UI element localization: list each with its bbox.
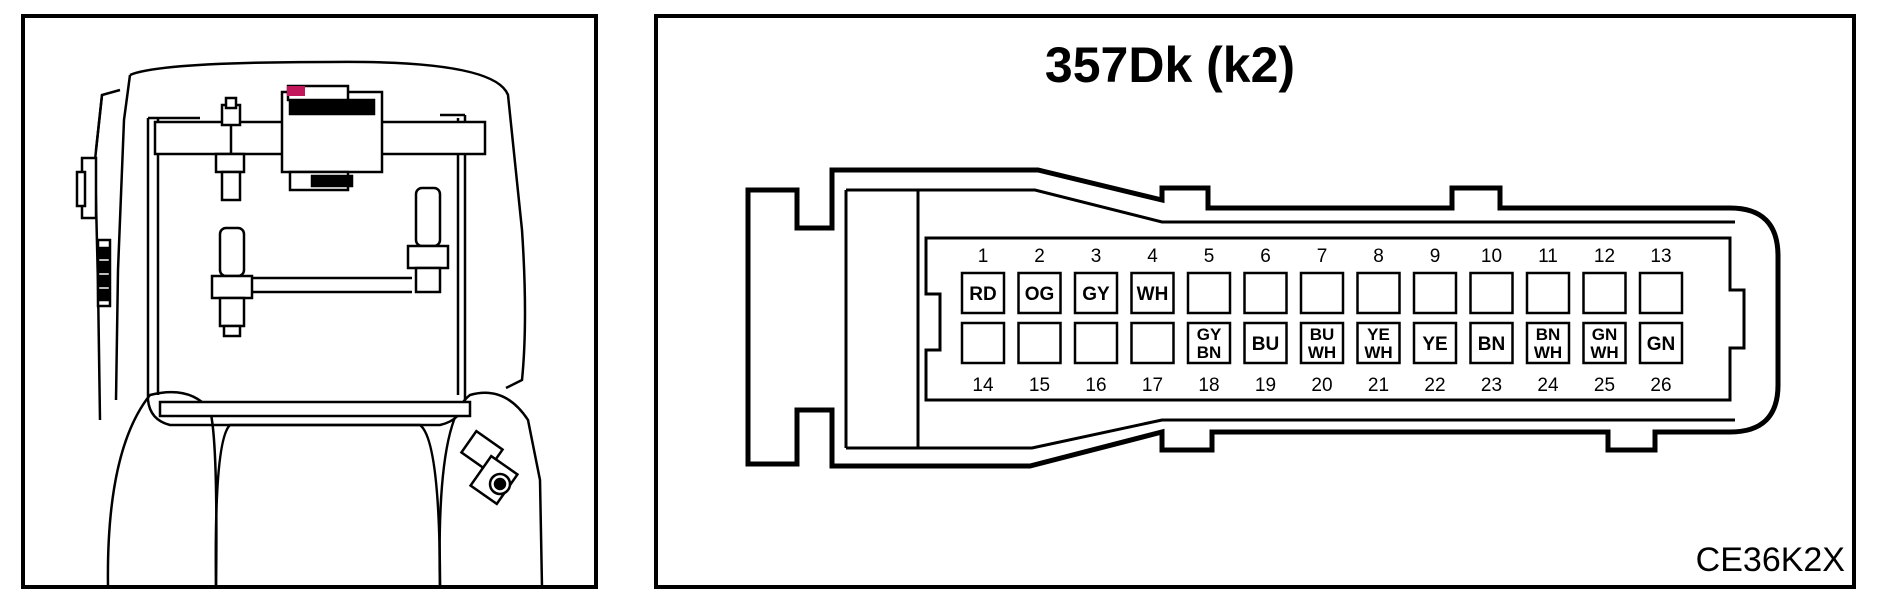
pin-number-24: 24 [1537,375,1559,396]
pin-number-22: 22 [1424,375,1445,396]
pin-cavity-14 [960,321,1006,365]
connector-title: 357Dk (k2) [1045,37,1295,93]
pin-number-25: 25 [1594,375,1615,396]
pin-cavity-4 [1130,271,1175,315]
pin-number-14: 14 [972,375,994,396]
pin-cavity-20 [1299,321,1345,365]
pin-wire-color-21-primary: YE [1367,325,1390,344]
side-connector [459,429,520,506]
pin-wire-color-1: RD [969,284,996,305]
linkage-rod [252,276,412,294]
pin-number-2: 2 [1034,246,1045,267]
pin-cavity-10 [1469,271,1514,315]
connector-inner-rails [844,188,1735,450]
pin-cavity-26 [1638,321,1684,365]
pin-cavity-18 [1186,321,1232,365]
edge-clips [75,156,112,308]
control-module [280,84,384,192]
pin-wire-color-25-primary: GN [1592,325,1618,344]
pin-number-21: 21 [1368,375,1389,396]
pin-wire-color-2: OG [1025,284,1055,305]
pin-cavity-1 [960,271,1006,315]
pin-cavity-5 [1186,271,1232,315]
pin-number-19: 19 [1255,375,1276,396]
pin-number-16: 16 [1085,375,1106,396]
pin-number-11: 11 [1538,246,1558,267]
pin-cavity-19 [1243,321,1288,365]
fastener-top-left [214,96,246,202]
pin-cavity-6 [1243,271,1288,315]
location-panel [21,14,598,589]
pin-cavity-13 [1638,271,1684,315]
pin-cavity-16 [1073,321,1119,365]
pin-cavity-25 [1582,321,1627,365]
actuator-left [210,226,254,338]
pin-number-23: 23 [1481,375,1502,396]
pin-wire-color-21-stripe: WH [1364,343,1392,362]
pin-wire-color-24-stripe: WH [1534,343,1562,362]
pin-cavity-21 [1356,321,1401,365]
connector-panel: 357Dk (k2) CE36K2X 1RD 2OG 3GY 4WH 5 6 7 8 9 10 11… [654,14,1856,589]
pin-cavity-24 [1525,321,1571,365]
pin-number-13: 13 [1650,246,1671,267]
actuator-right [406,186,450,294]
pin-cavity-12 [1582,271,1627,315]
pin-wire-color-23: BN [1478,334,1505,355]
pin-cavity-23 [1469,321,1514,365]
pin-cavity-22 [1412,321,1458,365]
lower-console [106,390,544,588]
target-connector-marker [287,86,305,96]
pin-cavity-11 [1525,271,1571,315]
pin-cavity-15 [1017,321,1062,365]
pin-number-6: 6 [1260,246,1271,267]
pin-wire-color-25-stripe: WH [1590,343,1618,362]
pin-number-12: 12 [1594,246,1615,267]
pin-cavity-block [924,236,1746,402]
pin-cavity-9 [1412,271,1458,315]
pin-cavity-17 [1130,321,1175,365]
pin-cavity-3 [1073,271,1119,315]
pin-number-18: 18 [1198,375,1219,396]
pin-number-4: 4 [1147,246,1158,267]
pin-wire-color-24-primary: BN [1536,325,1561,344]
pin-wire-color-20-stripe: WH [1308,343,1336,362]
connector-code: CE36K2X [1696,541,1845,579]
pin-wire-color-26: GN [1647,334,1676,355]
pin-number-20: 20 [1311,375,1332,396]
pin-number-9: 9 [1430,246,1441,267]
pin-wire-color-22: YE [1422,334,1447,355]
pin-number-15: 15 [1029,375,1050,396]
pin-wire-color-19: BU [1252,334,1279,355]
pin-wire-color-4: WH [1137,284,1169,305]
pin-number-8: 8 [1373,246,1384,267]
pin-wire-color-18-primary: GY [1197,325,1222,344]
pin-number-10: 10 [1481,246,1502,267]
pin-cavity-7 [1299,271,1345,315]
pin-number-26: 26 [1650,375,1671,396]
pin-number-7: 7 [1317,246,1328,267]
pin-wire-color-3: GY [1082,284,1110,305]
connector-housing-outer [745,167,1781,469]
pin-cavity-8 [1356,271,1401,315]
pin-wire-color-20-primary: BU [1310,325,1335,344]
pin-number-1: 1 [978,246,989,267]
pin-cavity-2 [1017,271,1062,315]
pin-number-17: 17 [1142,375,1163,396]
pin-number-3: 3 [1091,246,1102,267]
pin-number-5: 5 [1204,246,1215,267]
pin-wire-color-18-stripe: BN [1197,343,1222,362]
